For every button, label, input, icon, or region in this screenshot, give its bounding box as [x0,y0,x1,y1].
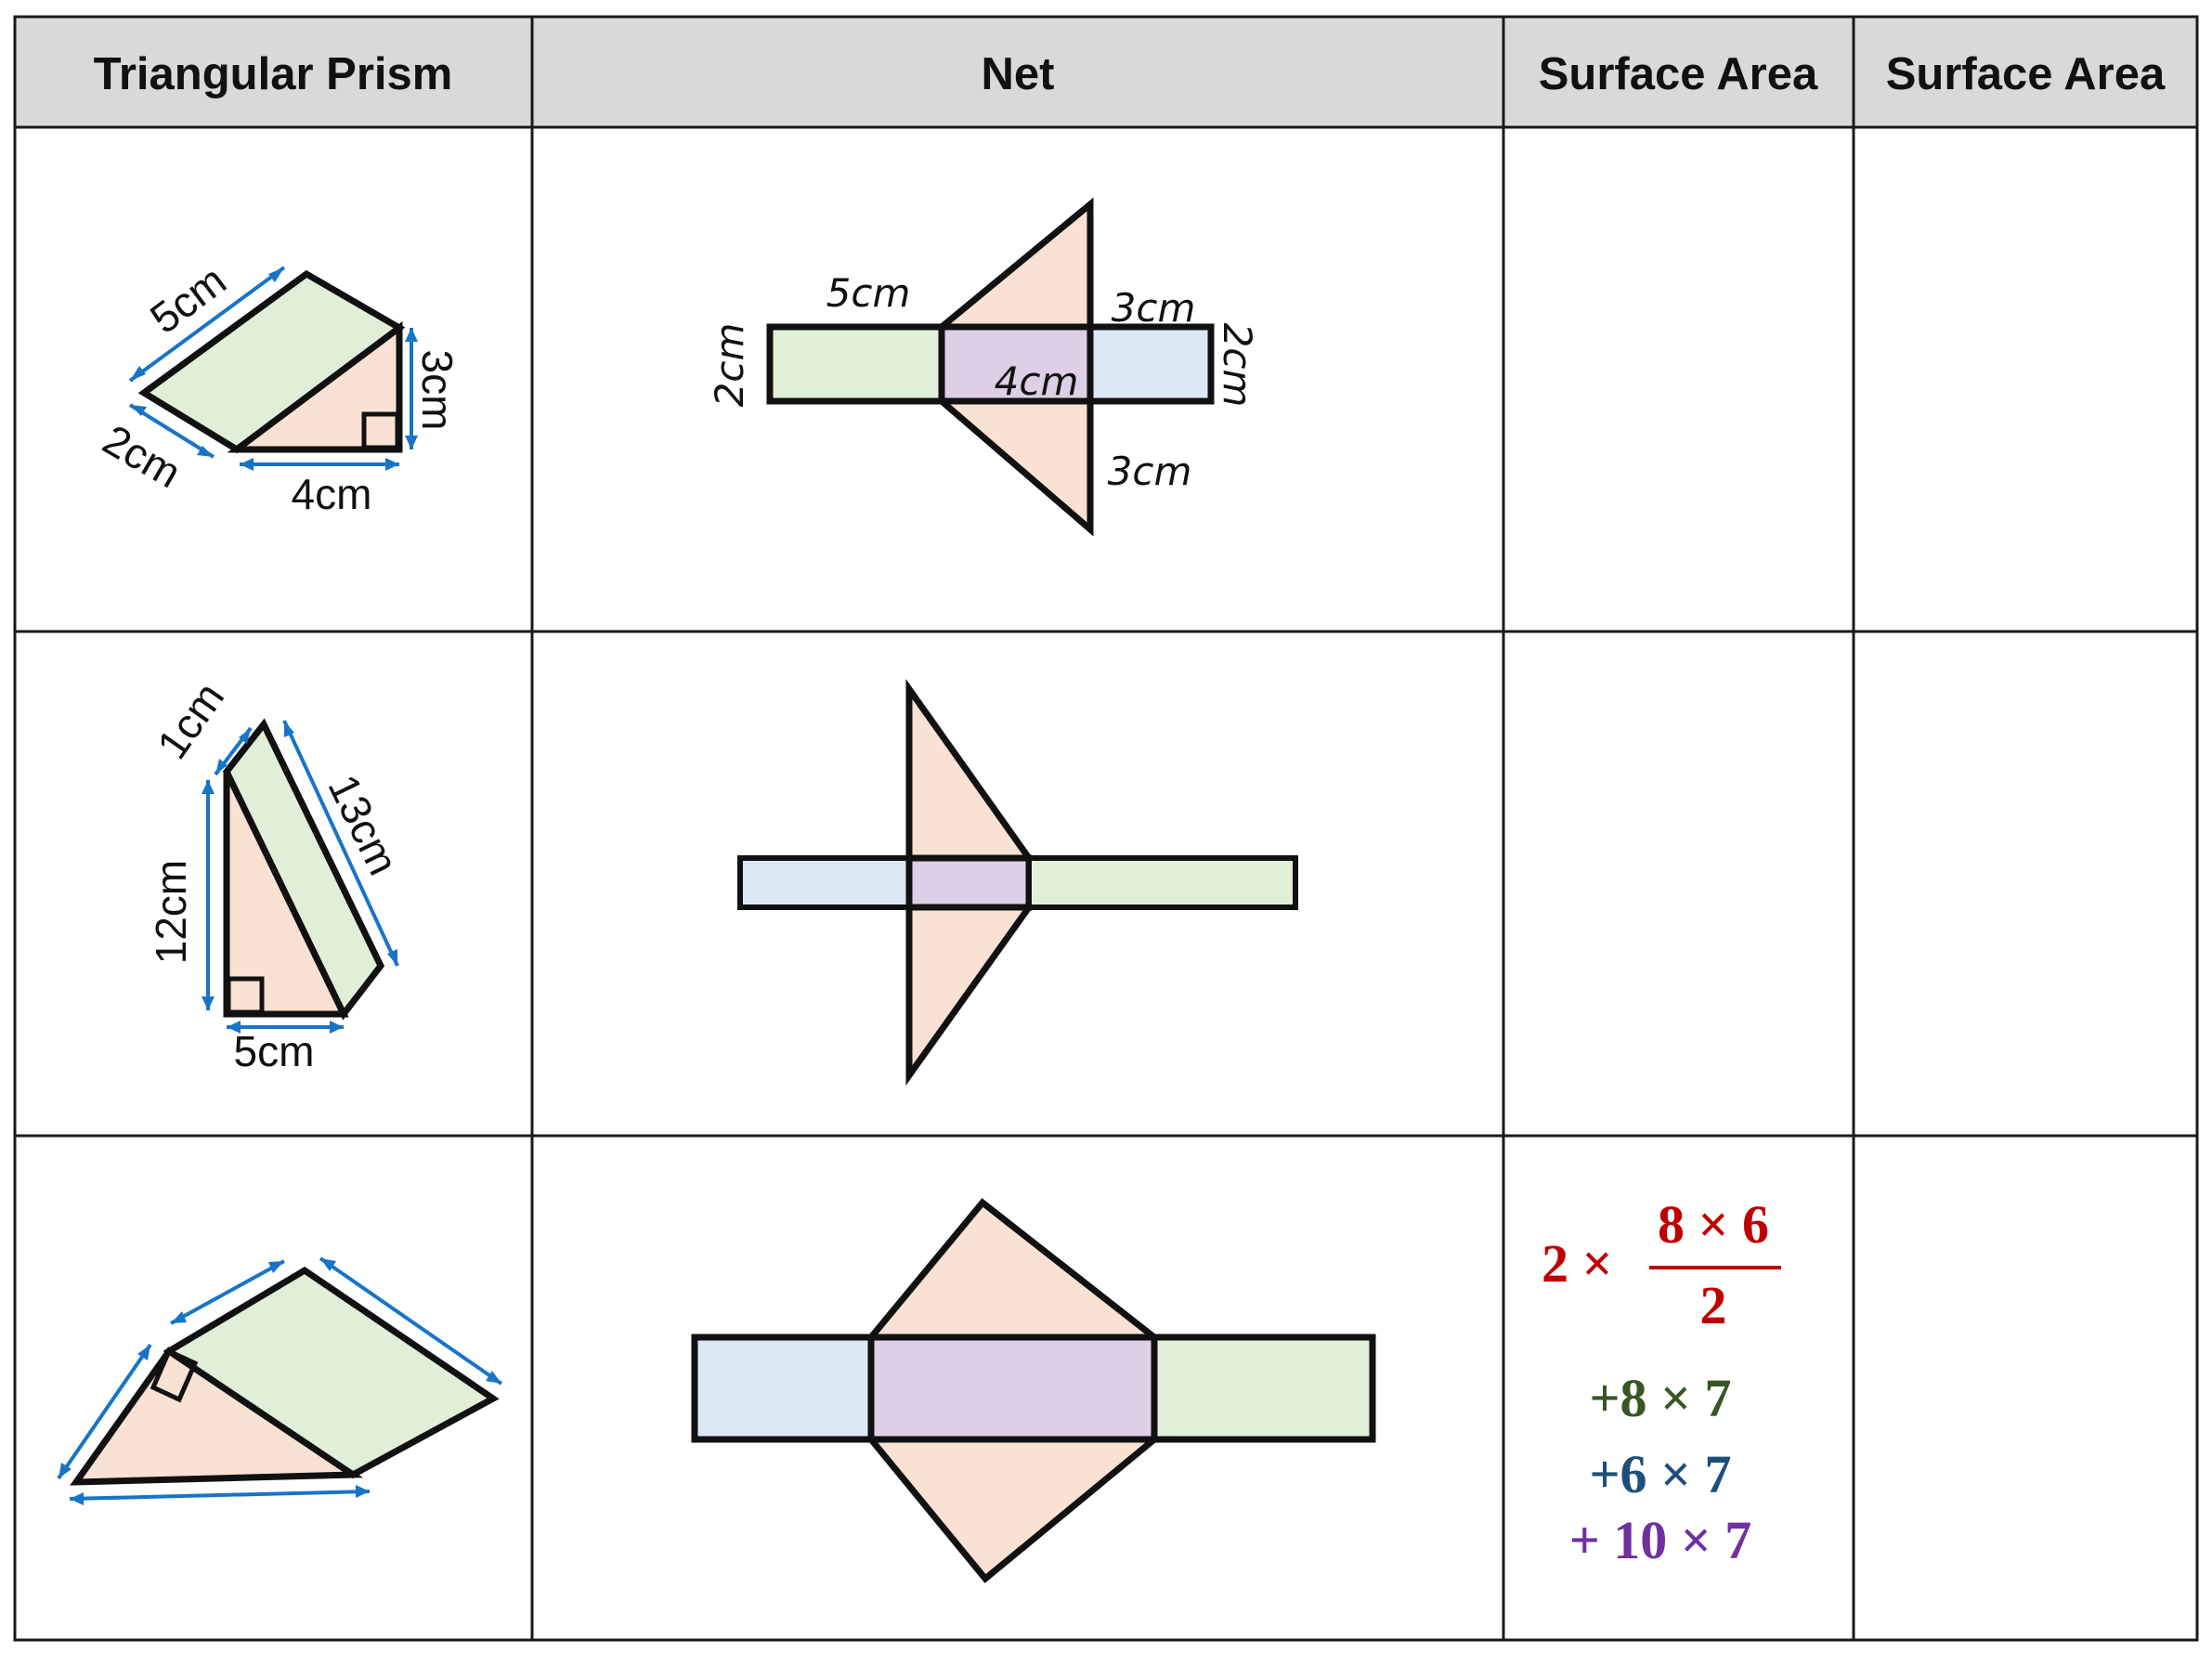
row2-prism: 1cm 13cm 12cm 5cm [147,673,408,1075]
header-surface-area-1: Surface Area [1539,49,1818,99]
prism1-label-depth: 2cm [95,415,189,497]
prism1-label-height: 3cm [413,350,462,431]
header-net: Net [982,49,1055,99]
answer-cell-r2-c4[interactable] [1855,633,2195,1134]
prism2-triangle-face [223,770,349,1018]
prism3-arrow-base [69,1490,371,1501]
header-surface-area-2: Surface Area [1886,49,2166,99]
row1-prism: 5cm 2cm 4cm 3cm [95,255,462,518]
solution-multiplier: 2 × [1542,1233,1613,1294]
row3-prism [57,1256,503,1505]
prism3-triangle-face [70,1347,364,1486]
prism1-arrow-depth [128,403,215,459]
solution-numerator: 8 × 6 [1658,1194,1769,1255]
prism3-arrow-left [57,1343,152,1480]
net1-top-triangle [932,197,1094,331]
row1-net: 5cm 3cm 2cm 2cm 4cm 3cm [707,197,1260,537]
answer-cell-r1-c3[interactable] [1505,129,1852,630]
net3-bottom-triangle [864,1436,1164,1583]
net1-label-top-right: 3cm [1112,285,1196,331]
net2-right-rect [1026,855,1298,910]
net3-left-rect [691,1334,875,1443]
prism3-arrow-slant [319,1256,503,1386]
net3-right-rect [1151,1334,1376,1443]
net3-top-triangle [864,1198,1165,1341]
answer-cell-r3-c4[interactable] [1855,1138,2195,1638]
header-row [15,17,2197,127]
row2-net [737,679,1298,1086]
net1-left-rect [766,323,945,405]
prism3-right-angle-mark [150,1347,199,1403]
prism2-label-depth: 1cm [148,673,233,767]
prism2-arrow-hypotenuse [282,720,399,967]
net2-top-triangle [905,679,1035,862]
net2-left-rect [737,855,912,910]
prism1-label-base: 4cm [292,470,372,518]
net1-label-bottom-right: 3cm [1108,449,1192,494]
table-grid [13,15,2199,1642]
net2-bottom-triangle [905,904,1035,1086]
net1-bottom-triangle [932,397,1094,537]
prism3-arrow-top [170,1259,285,1325]
net2-middle-rect [905,854,1033,911]
net1-label-left: 2cm [707,323,752,408]
answer-cell-r1-c4[interactable] [1855,129,2195,630]
solution-term-2: +8 × 7 [1589,1368,1731,1428]
prism2-right-angle-mark [226,976,265,1015]
solution-term-4: + 10 × 7 [1569,1510,1752,1570]
header-triangular-prism: Triangular Prism [94,49,453,99]
prism1-right-angle-mark [361,411,400,450]
solution-term-3: +6 × 7 [1589,1444,1731,1504]
net1-label-right: 2cm [1215,323,1260,408]
prism2-label-height: 12cm [147,860,195,964]
row3-net [691,1198,1376,1583]
answer-cell-r2-c3[interactable] [1505,633,1852,1134]
net1-label-middle: 4cm [995,358,1079,404]
prism1-arrow-top [128,266,286,383]
row3-solution: 2 × 8 × 6 2 +8 × 7 +6 × 7 + 10 × 7 [1542,1194,1781,1570]
prism2-label-base: 5cm [234,1027,315,1075]
net1-right-rect [1086,323,1215,405]
net1-label-top-left: 5cm [826,270,911,316]
net3-middle-rect [867,1334,1158,1443]
prism1-label-top: 5cm [141,255,235,343]
prism1-triangle-face [227,321,403,453]
solution-denominator: 2 [1700,1275,1727,1335]
